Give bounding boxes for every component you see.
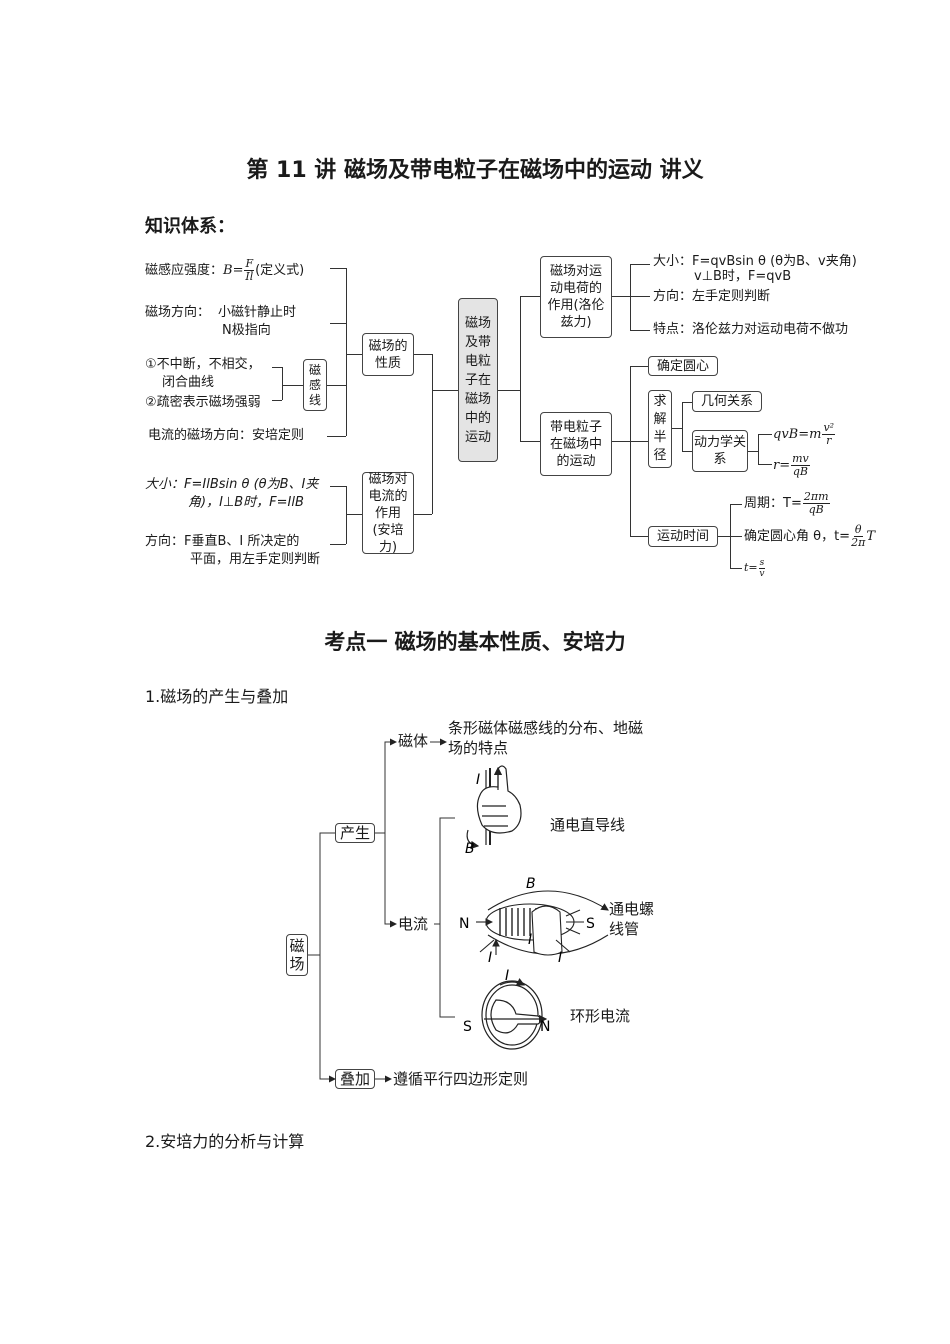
lorentz-dir: 方向：左手定则判断 bbox=[653, 289, 771, 304]
knowledge-label: 知识体系： bbox=[145, 216, 235, 237]
node-produce: 产生 bbox=[335, 823, 375, 843]
node-solve-radius: 求解半径 bbox=[648, 390, 672, 468]
magnet-desc-a: 条形磁体磁感线的分布、地磁 bbox=[448, 719, 644, 737]
node-motion-time: 运动时间 bbox=[648, 526, 718, 547]
sub-heading-1: 1.磁场的产生与叠加 bbox=[145, 687, 289, 706]
magnet-label: 磁体 bbox=[398, 732, 429, 750]
solenoid-label-b: 线管 bbox=[609, 920, 640, 938]
ring-S: S bbox=[463, 1019, 472, 1035]
node-center: 磁场及带电粒子在磁场中的运动 bbox=[458, 298, 498, 462]
node-ampere-force: 磁场对电流的作用(安培力) bbox=[362, 472, 414, 555]
ring-current-icon bbox=[481, 978, 548, 1050]
dir-label: 磁场方向： bbox=[145, 305, 211, 320]
solenoid-I2: I bbox=[488, 950, 492, 966]
lorentz-feature: 特点：洛伦兹力对运动电荷不做功 bbox=[653, 322, 849, 337]
ring-current-label: 环形电流 bbox=[570, 1007, 631, 1025]
ampere-dir-b: 平面，用左手定则判断 bbox=[190, 552, 321, 567]
magnet-desc-b: 场的特点 bbox=[448, 739, 509, 757]
straight-wire-hand-icon bbox=[466, 765, 522, 850]
lorentz-size-b: v⊥B时，F=qvB bbox=[694, 269, 792, 284]
node-field-root: 磁场 bbox=[286, 934, 308, 976]
node-superpose: 叠加 bbox=[335, 1069, 375, 1089]
node-dynamics: 动力学关系 bbox=[692, 430, 748, 472]
line-item1b: 闭合曲线 bbox=[162, 375, 215, 390]
page-title: 第 11 讲 磁场及带电粒子在磁场中的运动 讲义 bbox=[246, 158, 704, 183]
ampere-size-b: 角)，I⊥B时，F=IlB bbox=[188, 495, 304, 510]
wire-B: B bbox=[465, 841, 475, 857]
ring-N: N bbox=[540, 1019, 550, 1035]
node-magnetic-lines: 磁感线 bbox=[303, 359, 327, 411]
lorentz-size-a: 大小：F=qvBsin θ (θ为B、v夹角) bbox=[653, 254, 857, 269]
dir-line2: N极指向 bbox=[222, 323, 271, 338]
current-field: 电流的磁场方向：安培定则 bbox=[148, 428, 305, 443]
node-field-property: 磁场的性质 bbox=[362, 333, 414, 376]
node-lorentz: 磁场对运动电荷的作用(洛伦兹力) bbox=[540, 256, 612, 338]
solenoid-I3: I bbox=[558, 950, 562, 966]
node-particle-motion: 带电粒子在磁场中的运动 bbox=[540, 412, 612, 476]
solenoid-B: B bbox=[526, 876, 536, 892]
solenoid-I1: I bbox=[528, 932, 532, 948]
node-find-center: 确定圆心 bbox=[648, 356, 718, 376]
ampere-dir-a: 方向：F垂直B、I 所决定的 bbox=[145, 534, 300, 549]
superpose-desc: 遵循平行四边形定则 bbox=[393, 1070, 529, 1088]
section1-title: 考点一 磁场的基本性质、安培力 bbox=[324, 630, 626, 654]
sub-heading-2: 2.安培力的分析与计算 bbox=[145, 1132, 305, 1151]
line-item2: ②疏密表示磁场强弱 bbox=[145, 395, 261, 410]
current-label: 电流 bbox=[398, 915, 429, 933]
solenoid-S: S bbox=[586, 916, 595, 932]
ring-I: I bbox=[505, 968, 509, 984]
ampere-size-a: 大小：F=IlBsin θ (θ为B、I夹 bbox=[145, 477, 319, 492]
dir-line1: 小磁针静止时 bbox=[218, 305, 297, 320]
node-geometry: 几何关系 bbox=[692, 391, 762, 412]
wire-I: I bbox=[476, 772, 480, 788]
solenoid-N: N bbox=[459, 916, 469, 932]
line-item1a: ①不中断，不相交， bbox=[145, 357, 261, 372]
straight-wire-label: 通电直导线 bbox=[550, 816, 626, 834]
solenoid-icon bbox=[476, 890, 609, 956]
solenoid-label-a: 通电螺 bbox=[609, 900, 655, 918]
